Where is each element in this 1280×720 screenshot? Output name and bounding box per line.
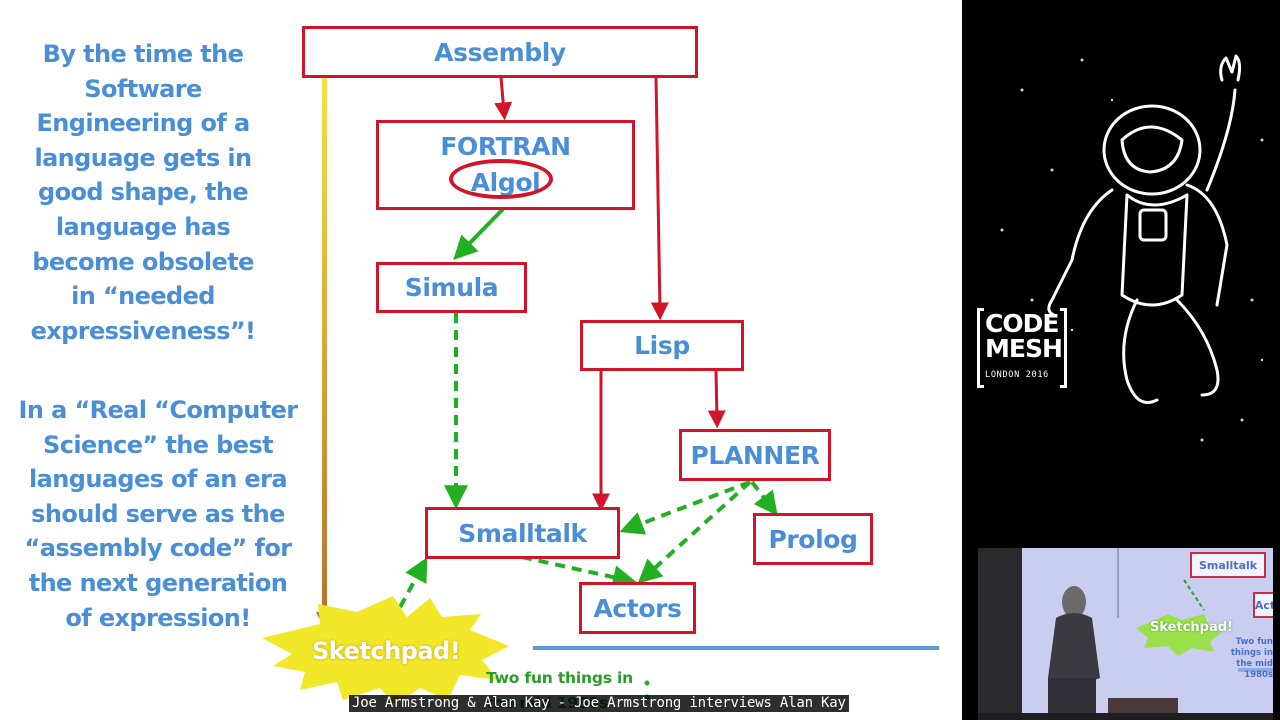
node-smalltalk-label: Smalltalk xyxy=(458,518,587,548)
node-prolog-label: Prolog xyxy=(768,524,858,554)
node-assembly-label: Assembly xyxy=(434,37,566,67)
logo-bracket-right xyxy=(1060,308,1067,388)
node-fortran-label: FORTRAN xyxy=(440,132,571,161)
node-planner: PLANNER xyxy=(679,429,831,481)
node-actors: Actors xyxy=(579,582,696,634)
edge-assembly-lisp xyxy=(650,76,669,321)
speaker-video-inset: Smalltalk Act Sketchpad! Two fun things … xyxy=(978,548,1273,720)
left-paragraph-real-cs: In a “Real “Computer Science” the best l… xyxy=(18,396,299,632)
diagram-edges xyxy=(262,76,778,705)
node-actors-label: Actors xyxy=(593,593,682,623)
node-simula: Simula xyxy=(376,262,527,313)
node-algol: Algol xyxy=(448,159,553,201)
edge-smalltalk-actors xyxy=(521,555,637,589)
node-lisp: Lisp xyxy=(580,320,744,371)
edge-sketchpad-smalltalk xyxy=(390,557,428,623)
edge-planner-prolog xyxy=(750,480,778,516)
slide: By the time the Software Engineering of … xyxy=(0,0,962,720)
edge-lisp-planner xyxy=(707,370,726,429)
node-sketchpad-label: Sketchpad! xyxy=(312,637,461,665)
pip-node-actors: Act xyxy=(1253,592,1273,618)
node-prolog: Prolog xyxy=(753,513,873,565)
astronaut-illustration xyxy=(1000,54,1264,442)
edge-assembly-fortran xyxy=(494,76,513,121)
note-bullet xyxy=(644,680,650,686)
algol-highlight-ring xyxy=(448,159,553,199)
codemesh-logo: CODE MESH LONDON 2016 xyxy=(977,308,1067,388)
node-lisp-label: Lisp xyxy=(634,331,690,360)
node-fortran: FORTRAN Algol xyxy=(376,120,635,210)
logo-bracket-left xyxy=(977,308,984,388)
pip-sketchpad-label: Sketchpad! xyxy=(1150,620,1233,635)
node-smalltalk: Smalltalk xyxy=(425,507,620,559)
left-paragraph-obsolete: By the time the Software Engineering of … xyxy=(30,40,256,345)
node-simula-label: Simula xyxy=(404,273,499,302)
pip-node-smalltalk: Smalltalk xyxy=(1190,552,1266,578)
node-planner-label: PLANNER xyxy=(690,440,820,470)
edge-algol-simula xyxy=(453,207,505,261)
edge-planner-smalltalk xyxy=(619,480,751,535)
edge-planner-actors xyxy=(637,480,752,584)
node-assembly: Assembly xyxy=(302,26,698,78)
pip-note: Two fun things in the mid 1980s xyxy=(1230,637,1273,680)
pip-drawing xyxy=(978,548,1273,720)
note-divider xyxy=(533,646,939,650)
sketchpad-starburst xyxy=(262,596,509,705)
logo-wordmark: CODE MESH xyxy=(985,309,1063,363)
video-caption: Joe Armstrong & Alan Kay - Joe Armstrong… xyxy=(349,695,849,712)
logo-subtitle: LONDON 2016 xyxy=(985,370,1049,380)
edge-assembly-sketchpad xyxy=(322,77,327,613)
